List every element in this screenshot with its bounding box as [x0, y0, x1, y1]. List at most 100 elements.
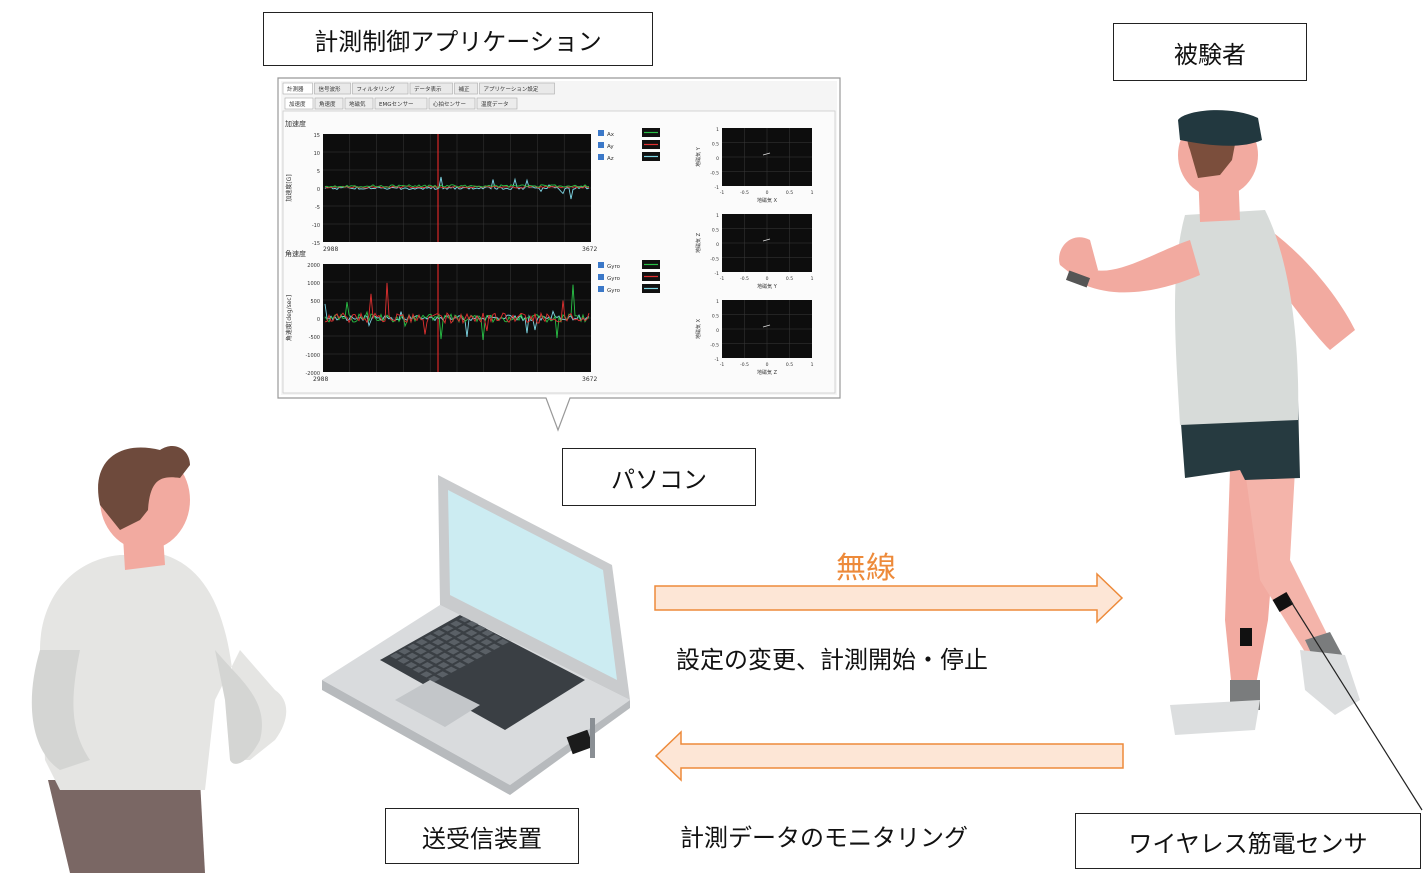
legend-checkbox[interactable]: [598, 262, 604, 268]
sub-tab[interactable]: [476, 97, 518, 110]
keyboard-key: [439, 643, 452, 650]
sub-tab-label: 心拍センサー: [433, 100, 466, 108]
mag-x-tick: -0.5: [740, 276, 749, 282]
plot2-xend: 3672: [582, 376, 597, 383]
legend-checkbox[interactable]: [598, 142, 604, 148]
mag-x-tick: 1: [811, 190, 814, 196]
sub-tab[interactable]: [428, 97, 476, 110]
plot2-title: 角速度: [285, 249, 306, 258]
arrow-to-pc: [654, 730, 1124, 782]
main-tabbar[interactable]: 計測器信号波形フィルタリングデータ表示補正アプリケーション設定: [282, 82, 555, 95]
keyboard-key: [462, 657, 475, 664]
mag-x-tick: -0.5: [740, 190, 749, 196]
keyboard-key: [464, 639, 477, 646]
mag-y-tick: 0.5: [712, 228, 719, 234]
keyboard-key: [422, 652, 435, 660]
main-tab[interactable]: [454, 82, 478, 95]
keyboard-key: [480, 639, 493, 646]
observer-pants: [48, 780, 205, 873]
trackpad: [395, 680, 480, 727]
main-tab-label: フィルタリング: [357, 85, 396, 93]
observer-shirt: [40, 555, 287, 790]
mag-trace: [762, 152, 771, 156]
mag-x-tick: 0: [766, 362, 769, 368]
keyboard-key: [406, 652, 419, 660]
subject-arm-front: [1085, 240, 1200, 293]
mag-xlabel: 地磁気 Y: [757, 283, 778, 290]
mag-y-tick: 0.5: [712, 142, 719, 148]
keyboard-key: [453, 662, 466, 669]
sub-tab[interactable]: [284, 97, 314, 110]
keyboard-key: [446, 657, 459, 664]
main-tab-label: 信号波形: [319, 85, 342, 93]
y-tick-label: -15: [312, 241, 320, 247]
mag-y-tick: -0.5: [710, 257, 719, 263]
keyboard-key: [449, 629, 462, 637]
legend-checkbox[interactable]: [598, 130, 604, 136]
observer-hair: [98, 445, 190, 530]
keyboard-key: [423, 643, 436, 650]
keyboard-key: [441, 625, 454, 632]
keyboard-key: [438, 652, 451, 660]
main-tab[interactable]: [282, 82, 313, 95]
plot2-ylabel: 角速度[deg/sec]: [285, 295, 293, 341]
keyboard-key: [433, 629, 445, 637]
arrow-to-sensor: [654, 572, 1124, 624]
mag-y-tick: 0.5: [712, 314, 719, 320]
main-tab[interactable]: [409, 82, 453, 95]
y-tick-label: 15: [314, 133, 320, 139]
observer-arm: [31, 650, 90, 770]
legend-label: Ay: [607, 144, 614, 150]
y-tick-label: 1000: [307, 281, 320, 287]
main-tab[interactable]: [352, 82, 409, 95]
keyboard-key: [407, 643, 420, 650]
sub-tab[interactable]: [344, 97, 374, 110]
main-tab-label: 計測器: [287, 85, 304, 93]
mag-y-tick: -1: [715, 185, 720, 191]
monitoring-flow-label: 計測データのモニタリング: [680, 824, 968, 852]
keyboard-key: [489, 634, 502, 641]
transceiver-device: [566, 729, 594, 755]
subject-arm-back: [1265, 230, 1355, 350]
keyboard-key: [440, 634, 453, 641]
emg-sensor-2: [1240, 628, 1252, 646]
main-tab[interactable]: [479, 82, 555, 95]
waveform-trace: [324, 282, 590, 335]
keyboard-key: [474, 625, 486, 632]
main-tab[interactable]: [314, 82, 351, 95]
keyboard-key: [430, 657, 442, 664]
mag-y-tick: -0.5: [710, 343, 719, 349]
keyboard-key: [431, 648, 443, 655]
mag-x-tick: -1: [720, 362, 725, 368]
control-flow-label: 設定の変更、計測開始・停止: [676, 646, 988, 674]
mag-x-tick: -1: [720, 190, 725, 196]
keyboard-key: [429, 666, 441, 673]
keyboard-key: [432, 639, 444, 646]
keyboard: [380, 615, 585, 730]
sub-tab[interactable]: [374, 97, 428, 110]
legend-checkbox[interactable]: [598, 154, 604, 160]
mag-x-tick: -0.5: [740, 362, 749, 368]
subject-label: 被験者: [1113, 23, 1307, 81]
keyboard-key: [405, 662, 418, 669]
keyboard-key: [455, 643, 468, 650]
mag-y-tick: 0: [716, 242, 719, 248]
legend-checkbox[interactable]: [598, 274, 604, 280]
keyboard-key: [471, 652, 483, 660]
sub-tab[interactable]: [314, 97, 344, 110]
mag-ylabel: 地磁気 X: [695, 318, 702, 339]
legend-checkbox[interactable]: [598, 286, 604, 292]
app-title-label: 計測制御アプリケーション: [263, 12, 653, 66]
mag-x-tick: 0: [766, 190, 769, 196]
keyboard-key: [421, 662, 434, 669]
keyboard-key: [465, 629, 478, 637]
plot2-traces: [324, 282, 590, 341]
waveform-trace: [324, 184, 590, 188]
mag-y-tick: -1: [715, 271, 720, 277]
sensor-pointer-line: [1289, 599, 1423, 811]
keyboard-key: [463, 648, 476, 655]
laptop: [322, 475, 630, 795]
